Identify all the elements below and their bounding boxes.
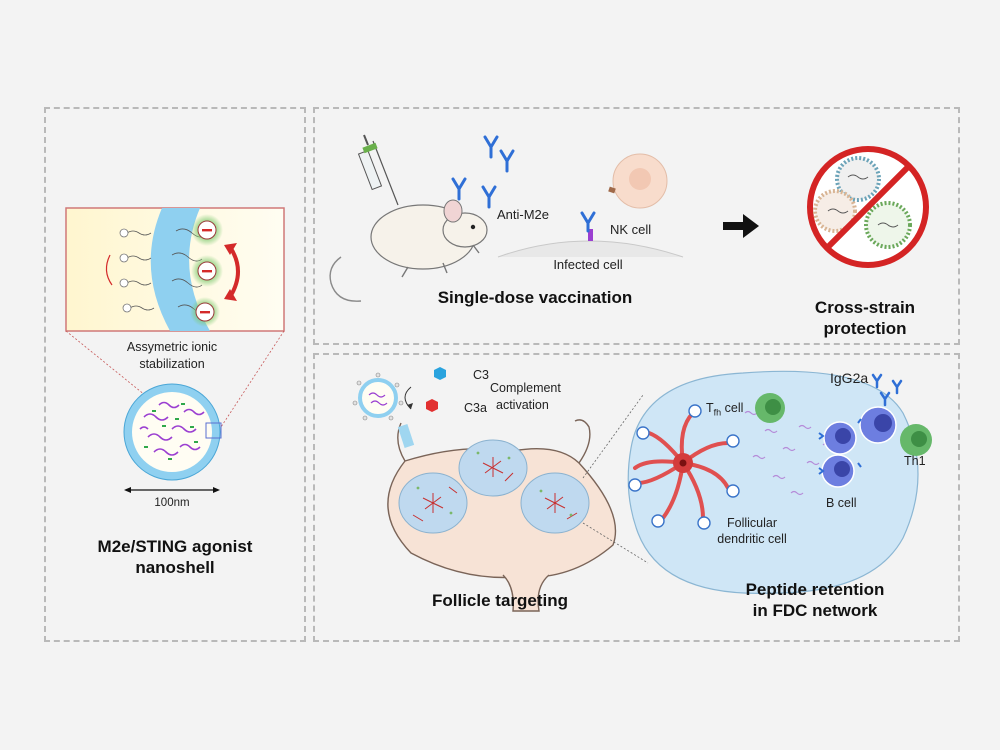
fdc-caption-line1: Peptide retention	[745, 580, 885, 599]
follicle-zoom	[627, 370, 932, 594]
scale-bar	[124, 487, 220, 493]
result-arrow	[723, 214, 759, 238]
scale-label: 100nm	[154, 497, 190, 509]
infected-cell	[497, 211, 684, 258]
no-virus-sign	[807, 146, 929, 268]
c3a-label: C3a	[464, 401, 487, 415]
protection-line1: Cross-strain	[814, 298, 916, 317]
nanoshell-graphic	[65, 207, 285, 493]
outer-charges	[190, 214, 223, 327]
fdc-label-line1: Follicular	[726, 516, 778, 530]
syringe-icon	[357, 134, 399, 206]
tfh-cell	[755, 393, 785, 423]
bcell-label: B cell	[826, 496, 857, 510]
follicle-caption: Follicle targeting	[431, 591, 569, 610]
inset-caption-line2: stabilization	[139, 357, 205, 371]
vaccination-caption: Single-dose vaccination	[437, 288, 633, 307]
fdc-caption-line2: in FDC network	[752, 601, 878, 620]
th1-label: Th1	[904, 454, 926, 468]
c3-label: C3	[473, 368, 489, 382]
tfh-suffix: cell	[721, 401, 744, 415]
tfh-label: Tfh cell	[706, 401, 743, 418]
nanoshell-panel	[44, 107, 306, 642]
fdc-label-line2: dendritic cell	[717, 532, 787, 546]
nanoshell-particle	[123, 383, 222, 481]
repulsion-arrow	[228, 245, 240, 299]
nk-cell	[608, 153, 668, 209]
complement-line1: Complement	[490, 381, 561, 395]
membrane-inset	[65, 207, 285, 332]
inner-charges	[119, 228, 132, 313]
tfh-subscript: fh	[713, 407, 722, 418]
complement-line2: activation	[496, 398, 549, 412]
complement-nanoshell	[352, 367, 446, 421]
vaccination-graphic	[329, 134, 929, 302]
antibody-icons	[451, 135, 515, 209]
inset-caption-line1: Assymetric ionic	[126, 340, 218, 354]
follicle-graphic	[352, 367, 932, 612]
tfh-main: T	[706, 401, 714, 415]
igg2a-antibodies	[871, 373, 903, 407]
lymph-node	[387, 419, 617, 612]
b-cells	[818, 406, 897, 488]
th1-cell	[900, 424, 932, 456]
vaccination-panel	[313, 107, 960, 345]
protection-line2: protection	[823, 319, 907, 338]
nanoshell-title-line2: nanoshell	[135, 558, 215, 577]
antibody-label: Anti-M2e	[497, 207, 550, 222]
mouse-illustration	[329, 199, 488, 302]
follicle-panel	[313, 353, 960, 642]
nk-cell-label: NK cell	[610, 222, 652, 237]
igg2a-label: IgG2a	[830, 370, 869, 386]
nanoshell-title-line1: M2e/STING agonist	[97, 537, 253, 556]
infected-cell-label: Infected cell	[553, 257, 623, 272]
